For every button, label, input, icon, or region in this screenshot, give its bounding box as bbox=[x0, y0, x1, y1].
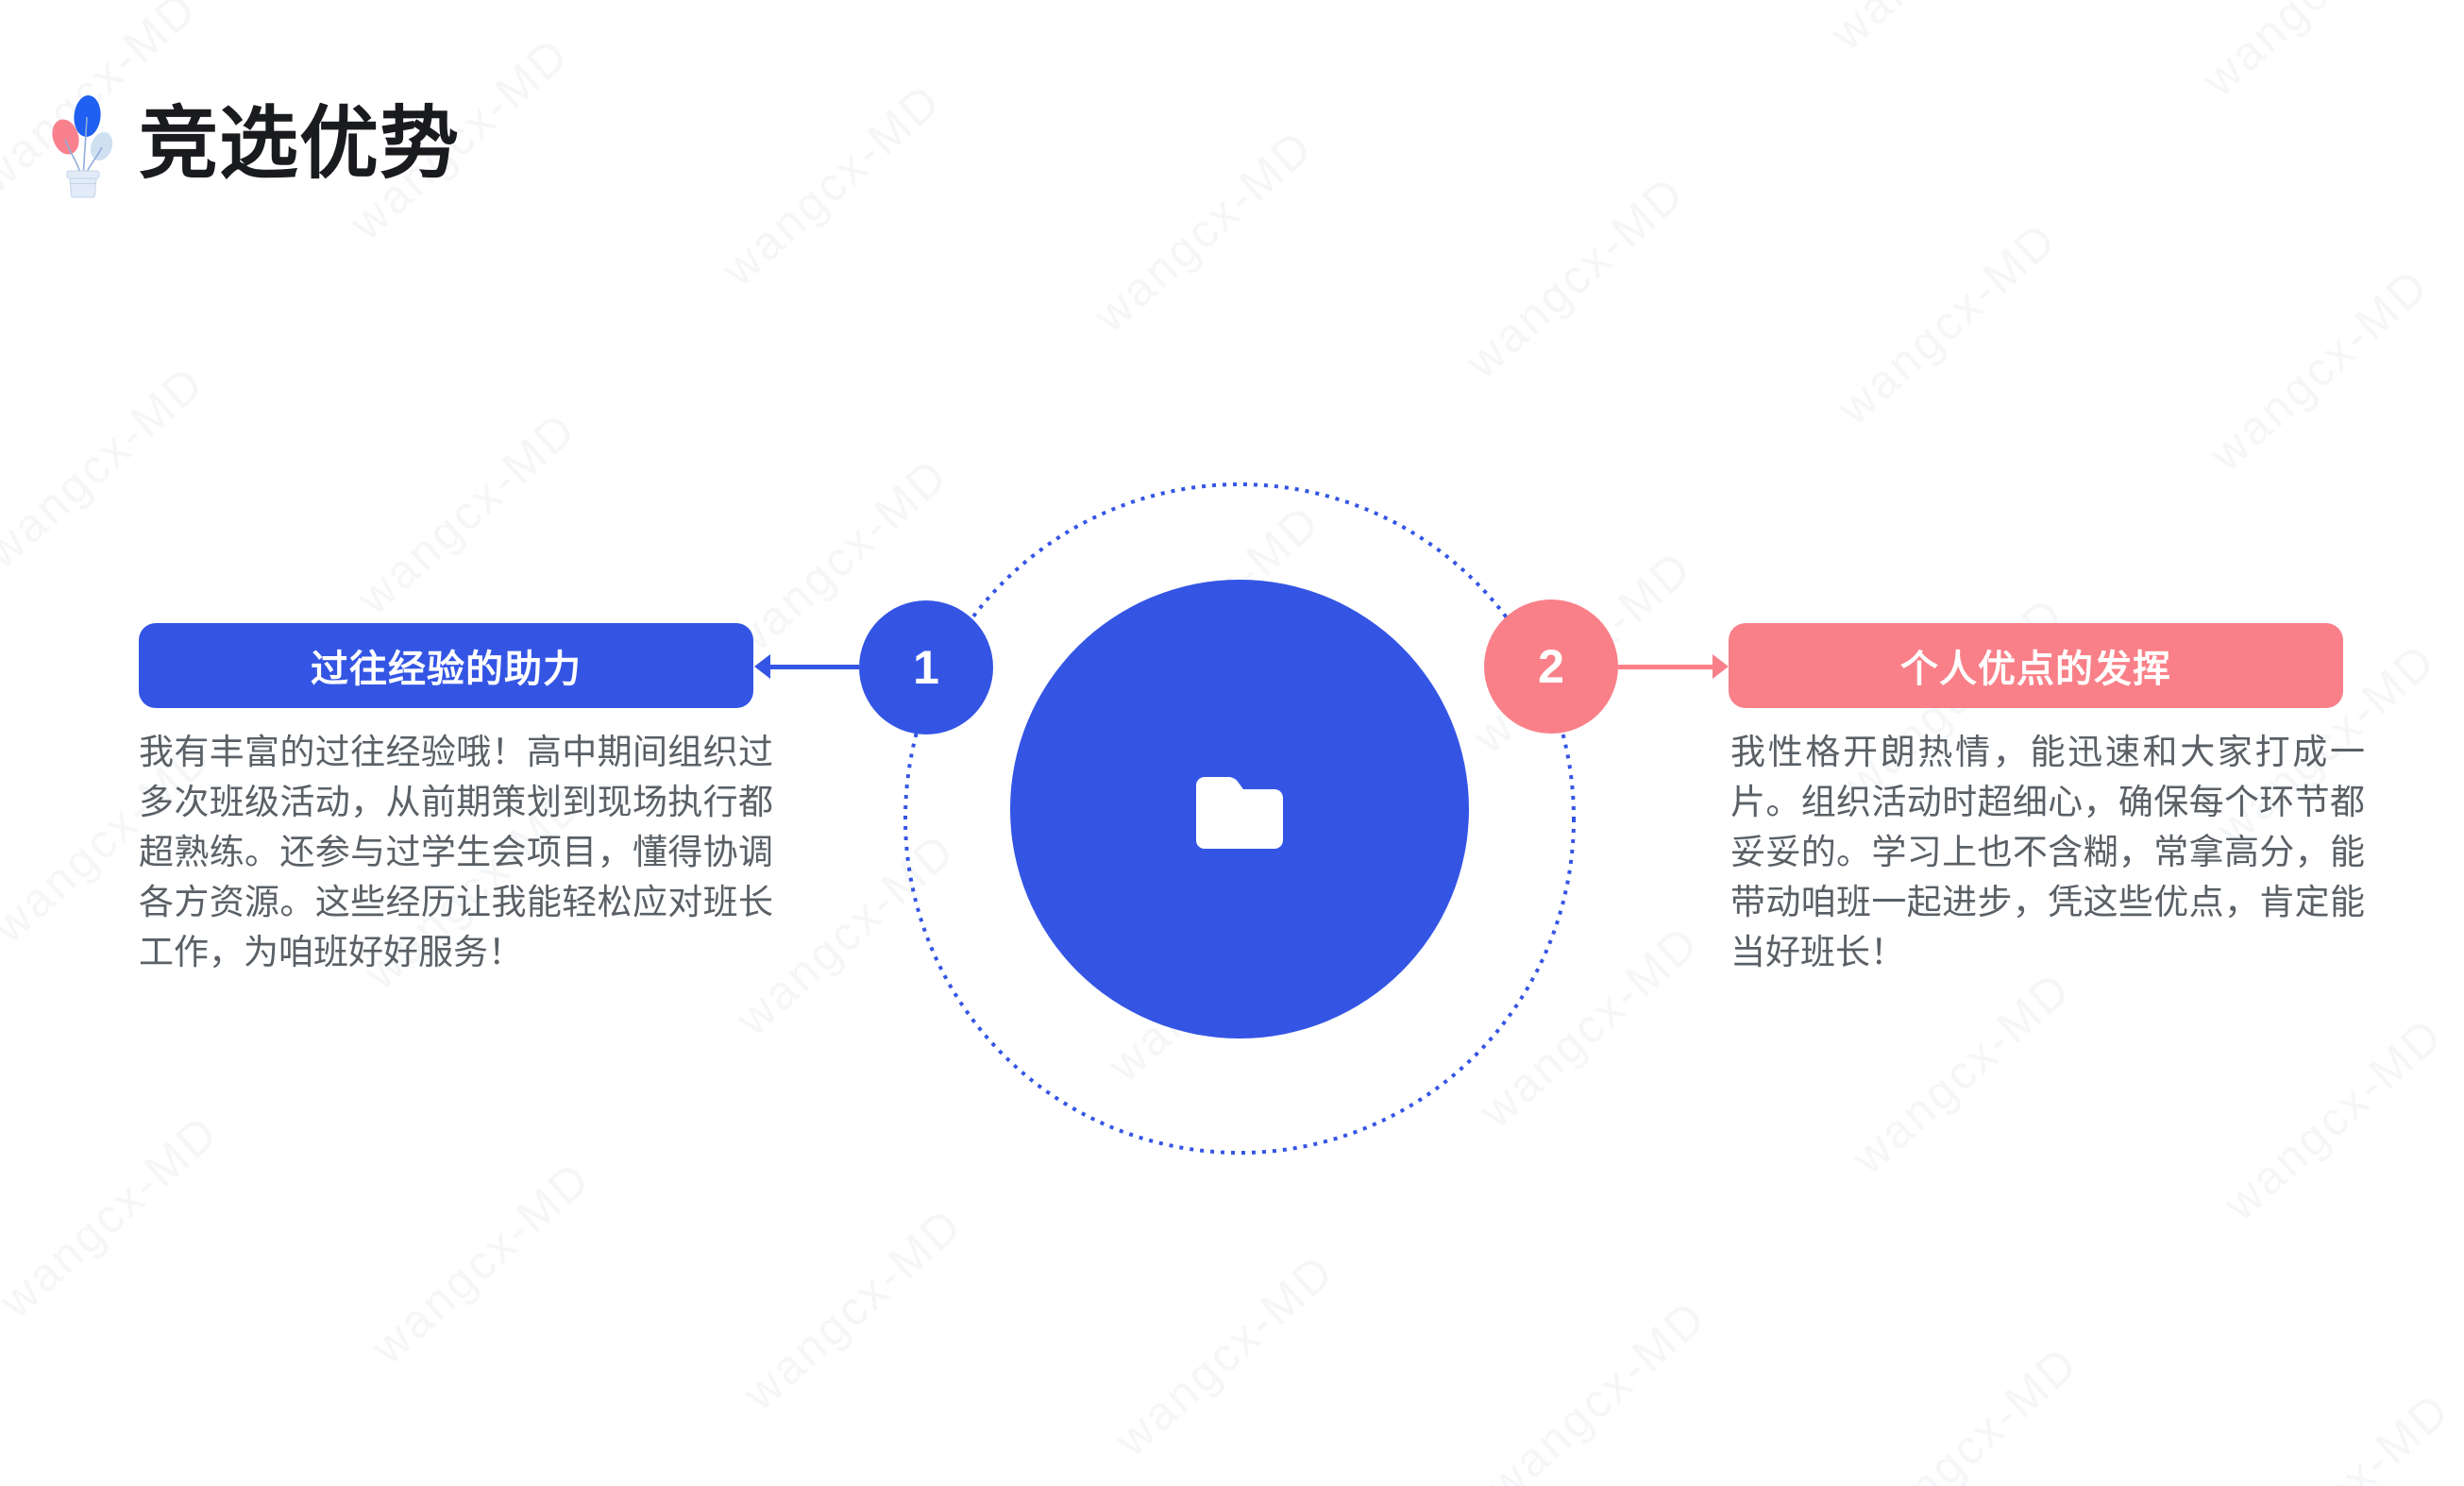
watermark-text: wangcx-MD bbox=[2220, 1381, 2461, 1486]
folder-icon bbox=[1196, 777, 1283, 849]
watermark-text: wangcx-MD bbox=[711, 73, 952, 296]
watermark-text: wangcx-MD bbox=[1448, 0, 1689, 14]
watermark-text: wangcx-MD bbox=[0, 1478, 236, 1486]
watermark-text: wangcx-MD bbox=[1105, 1243, 1345, 1467]
watermark-text: wangcx-MD bbox=[1455, 165, 1696, 389]
dotted-ring-icon bbox=[903, 482, 1576, 1155]
step-1-connector-line bbox=[767, 665, 859, 669]
step-1-body: 我有丰富的过往经验哦！高中期间组织过多次班级活动，从前期策划到现场执行都超熟练。… bbox=[139, 733, 773, 971]
step-2-number: 2 bbox=[1538, 640, 1564, 693]
step-2-connector-line bbox=[1618, 665, 1713, 669]
watermark-text: wangcx-MD bbox=[1827, 211, 2067, 435]
watermark-text: wangcx-MD bbox=[0, 1105, 229, 1328]
center-circle bbox=[1010, 580, 1469, 1039]
plant-icon bbox=[52, 95, 113, 198]
watermark-text: wangcx-MD bbox=[733, 1197, 973, 1421]
step-2-number-badge: 2 bbox=[1484, 599, 1618, 734]
step-1-header-box: 过往经验的助力 bbox=[139, 623, 753, 708]
watermark-text: wangcx-MD bbox=[1083, 119, 1324, 343]
step-1-arrowhead-icon bbox=[754, 654, 770, 679]
watermark-text: wangcx-MD bbox=[361, 1151, 601, 1375]
watermark-text: wangcx-MD bbox=[1841, 961, 2082, 1185]
step-2-arrowhead-icon bbox=[1713, 654, 1729, 679]
step-2-header-label: 个人优点的发挥 bbox=[1900, 649, 2171, 690]
watermark-text: wangcx-MD bbox=[1848, 1336, 2088, 1486]
watermark-text: wangcx-MD bbox=[0, 355, 215, 579]
watermark-text: wangcx-MD bbox=[2199, 258, 2439, 481]
step-1-number: 1 bbox=[913, 641, 939, 694]
watermark-text: wangcx-MD bbox=[346, 401, 587, 625]
step-1-number-badge: 1 bbox=[859, 600, 993, 735]
page-title: 竞选优势 bbox=[139, 99, 461, 188]
step-2-body: 我性格开朗热情，能迅速和大家打成一片。组织活动时超细心，确保每个环节都妥妥的。学… bbox=[1730, 733, 2365, 971]
watermark-text: wangcx-MD bbox=[2191, 0, 2432, 107]
watermark-text: wangcx-MD bbox=[2213, 1007, 2454, 1231]
watermark-text: wangcx-MD bbox=[1477, 1290, 1717, 1486]
step-2-header-box: 个人优点的发挥 bbox=[1729, 623, 2343, 708]
watermark-text: wangcx-MD bbox=[1820, 0, 2061, 60]
step-1-header-label: 过往经验的助力 bbox=[311, 649, 582, 690]
